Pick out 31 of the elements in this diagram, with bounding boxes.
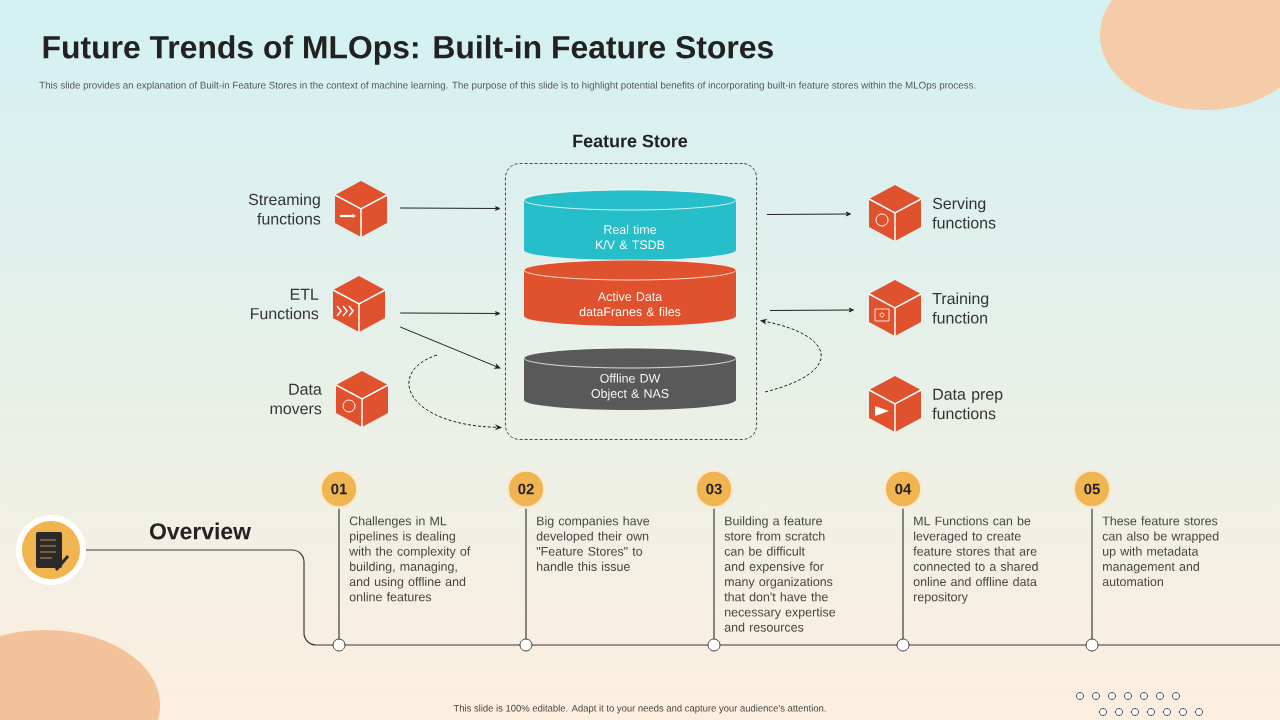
- cylinder: Real time K/V & TSDB: [523, 189, 737, 260]
- step-number: 05: [1072, 469, 1112, 509]
- arrow: [769, 307, 855, 313]
- subtitle: This slide provides an explanation of Built-in Feature Stores in the context of machine learning. The purpose of this slide is to highlight potential benefits of incorporating built-in feature stores within the MLOps process.: [39, 81, 976, 91]
- section-heading: Overview: [150, 522, 251, 540]
- arrow: [408, 354, 502, 430]
- footer-note: This slide is 100% editable. Adapt it to your needs and capture your audience's attention.: [453, 704, 826, 714]
- step-number: 01: [319, 469, 359, 509]
- node-label: ETL Functions: [251, 288, 319, 320]
- arrow: [399, 326, 501, 369]
- step-description: Challenges in ML pipelines is dealing with the complexity of building, managing, and using offline and online features: [349, 516, 471, 602]
- arrow: [766, 211, 852, 217]
- node-label: Streaming functions: [248, 193, 321, 225]
- title: Future Trends of MLOps: Built-in Feature Stores: [43, 35, 773, 65]
- node-label: Training function: [932, 292, 989, 324]
- arrow: [399, 311, 501, 316]
- step-number: 03: [694, 469, 734, 509]
- step-number: 04: [883, 469, 923, 509]
- heading: Feature Store: [573, 134, 688, 148]
- cylinder: Active Data dataFranes & files: [523, 259, 737, 326]
- arrow: [399, 206, 501, 211]
- step-description: Building a feature store from scratch can be difficult and expensive for many organizations that don't have the necessary expertise and resources: [724, 516, 836, 632]
- step-description: These feature stores can also be wrapped up with metadata management and automation: [1102, 516, 1219, 587]
- node-label: Data movers: [270, 383, 322, 415]
- cylinder: Offline DW Object & NAS: [523, 347, 737, 410]
- step-number: 02: [506, 469, 546, 509]
- step-description: Big companies have developed their own "Feature Stores" to handle this issue: [536, 516, 650, 571]
- step-description: ML Functions can be leveraged to create feature stores that are connected to a shared online and offline data repository: [913, 516, 1038, 604]
- node-label: Serving functions: [932, 197, 996, 229]
- node-label: Data prep functions: [932, 388, 1003, 420]
- arrow: [760, 319, 822, 393]
